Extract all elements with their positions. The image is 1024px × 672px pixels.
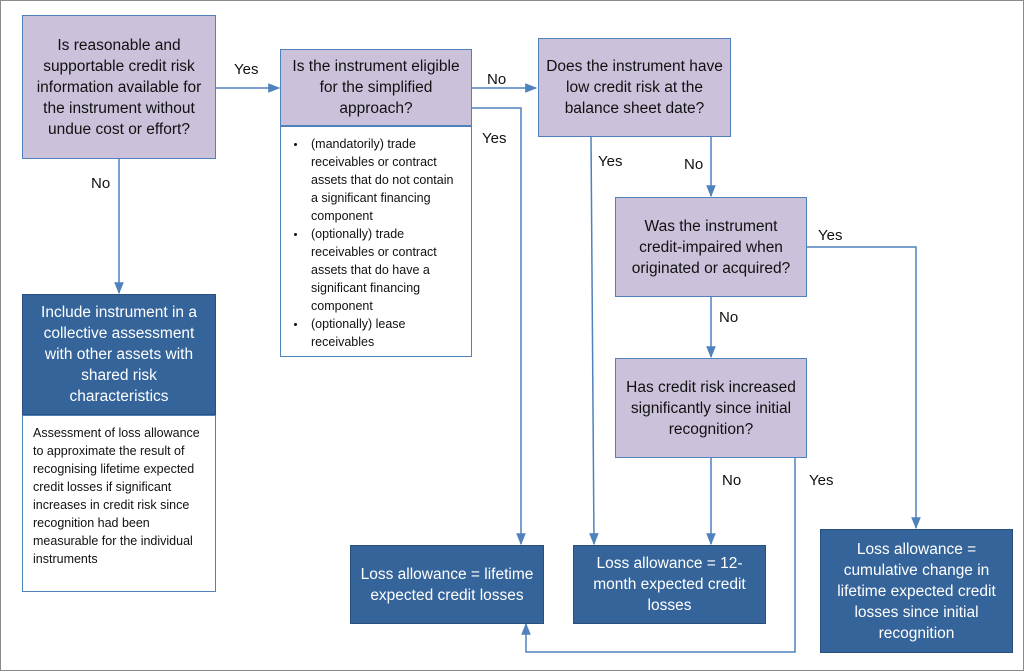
label-q4-no: No [719,309,739,326]
outcome-collective-assessment-text: Include instrument in a collective asses… [41,304,197,405]
outcome-lifetime-ecl: Loss allowance = lifetime expected credi… [350,545,544,624]
question-significant-increase: Has credit risk increased significantly … [615,358,807,458]
question-low-credit-risk: Does the instrument have low credit risk… [538,38,731,137]
list-item: (mandatorily) trade receivables or contr… [307,135,463,225]
label-q2-yes: Yes [482,130,507,147]
connector-q5-yes [521,458,796,653]
outcome-cumulative-change: Loss allowance = cumulative change in li… [820,529,1013,653]
label-q1-no: No [91,175,111,192]
note-collective-assessment: Assessment of loss allowance to approxim… [22,415,216,592]
connector-q4-yes [807,246,921,530]
question-simplified-approach: Is the instrument eligible for the simpl… [280,49,472,126]
connector-q3-yes [589,136,599,546]
outcome-cumulative-change-text: Loss allowance = cumulative change in li… [837,540,996,642]
label-q2-no: No [487,71,507,88]
question-credit-impaired-text: Was the instrument credit-impaired when … [631,217,791,277]
note-simplified-approach: (mandatorily) trade receivables or contr… [280,126,472,357]
label-q5-yes: Yes [809,472,834,489]
question-information-available: Is reasonable and supportable credit ris… [22,15,216,159]
label-q4-yes: Yes [818,227,843,244]
connector-q2-yes [472,107,526,546]
question-simplified-approach-text: Is the instrument eligible for the simpl… [292,58,460,117]
outcome-collective-assessment: Include instrument in a collective asses… [22,294,216,415]
label-q3-yes: Yes [598,153,623,170]
note-collective-assessment-text: Assessment of loss allowance to approxim… [33,426,200,566]
outcome-lifetime-ecl-text: Loss allowance = lifetime expected credi… [360,565,534,604]
simplified-approach-list: (mandatorily) trade receivables or contr… [283,135,463,351]
outcome-twelve-month-ecl: Loss allowance = 12-month expected credi… [573,545,766,624]
label-q1-yes: Yes [234,61,259,78]
list-item: (optionally) trade receivables or contra… [307,225,463,315]
label-q5-no: No [722,472,742,489]
outcome-twelve-month-ecl-text: Loss allowance = 12-month expected credi… [593,555,746,614]
list-item: (optionally) lease receivables [307,315,463,351]
question-information-available-text: Is reasonable and supportable credit ris… [36,36,202,138]
label-q3-no: No [684,156,704,173]
question-credit-impaired: Was the instrument credit-impaired when … [615,197,807,297]
question-significant-increase-text: Has credit risk increased significantly … [626,378,796,438]
question-low-credit-risk-text: Does the instrument have low credit risk… [546,58,723,117]
